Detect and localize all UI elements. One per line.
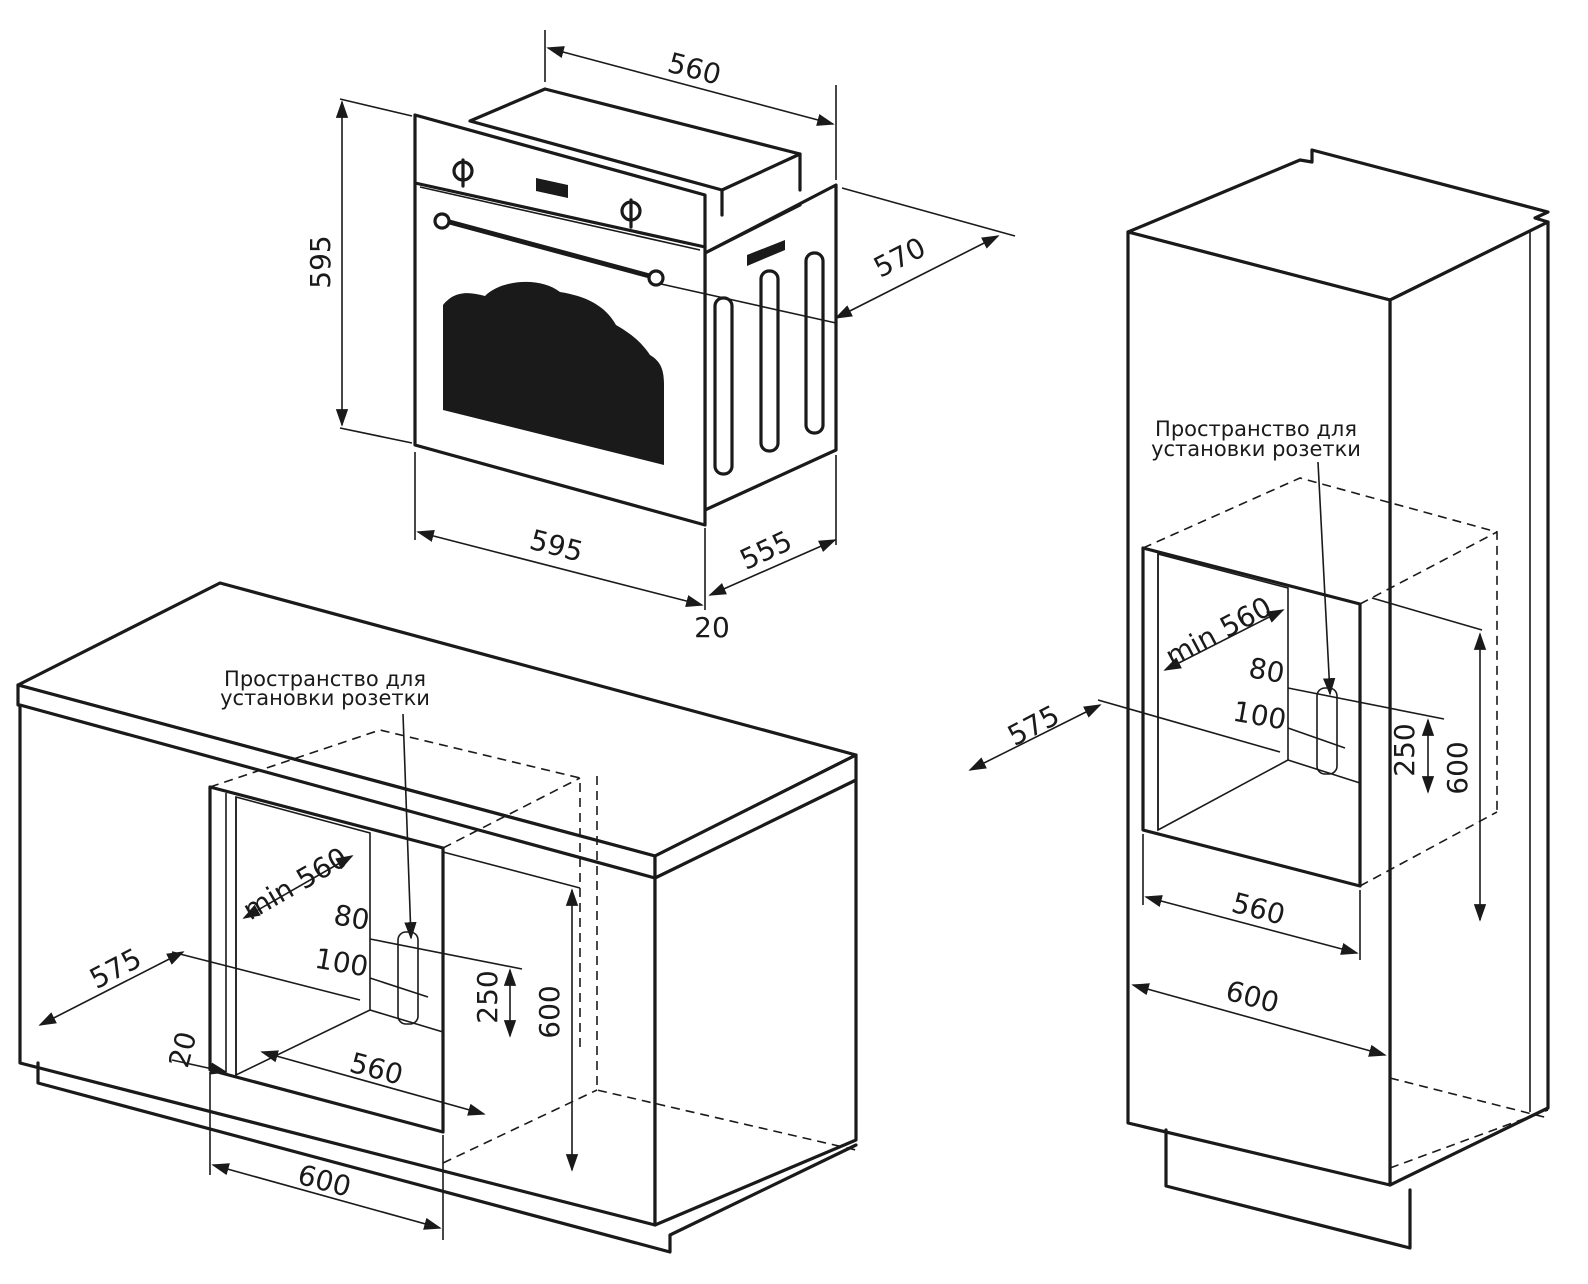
socket-caption-line1: Пространство для xyxy=(224,667,426,691)
oven-dimensions: 560 595 570 595 555 20 xyxy=(304,30,1016,644)
vent-slot xyxy=(804,251,825,435)
socket-caption-line2: установки розетки xyxy=(1151,437,1361,461)
door-handle xyxy=(433,212,665,287)
dim-250: 250 xyxy=(1388,723,1421,776)
dim-20-door: 20 xyxy=(694,611,730,644)
socket-caption-line1: Пространство для xyxy=(1155,417,1357,441)
oven-drawing xyxy=(413,87,838,527)
socket-caption-line2: установки розетки xyxy=(220,686,430,710)
knob-icon xyxy=(620,198,642,229)
side-badge xyxy=(747,240,785,266)
dim-600-height: 600 xyxy=(1441,741,1474,794)
dim-595-height: 595 xyxy=(304,235,337,288)
cabinet-column-dimensions: Пространство для установки розетки min 5… xyxy=(968,417,1487,1057)
dim-575: 575 xyxy=(1002,698,1065,752)
cabinet-side xyxy=(653,778,858,1227)
oven-window xyxy=(443,281,664,465)
knob-icon xyxy=(452,158,474,188)
vent-slot xyxy=(759,269,780,453)
dim-80: 80 xyxy=(1246,651,1287,690)
dim-600-height: 600 xyxy=(533,985,566,1038)
dim-570-depth: 570 xyxy=(868,231,931,285)
column-side xyxy=(1388,220,1550,1187)
oven-body-side xyxy=(703,183,838,512)
dim-560-top: 560 xyxy=(664,46,724,92)
cabinet-column xyxy=(1126,148,1550,1250)
display-icon xyxy=(536,178,568,198)
dim-250: 250 xyxy=(471,970,504,1023)
dim-80: 80 xyxy=(331,898,372,937)
control-panel-edge xyxy=(413,181,707,249)
dim-555-body: 555 xyxy=(735,524,797,576)
cabinet-under-counter xyxy=(16,581,858,1254)
